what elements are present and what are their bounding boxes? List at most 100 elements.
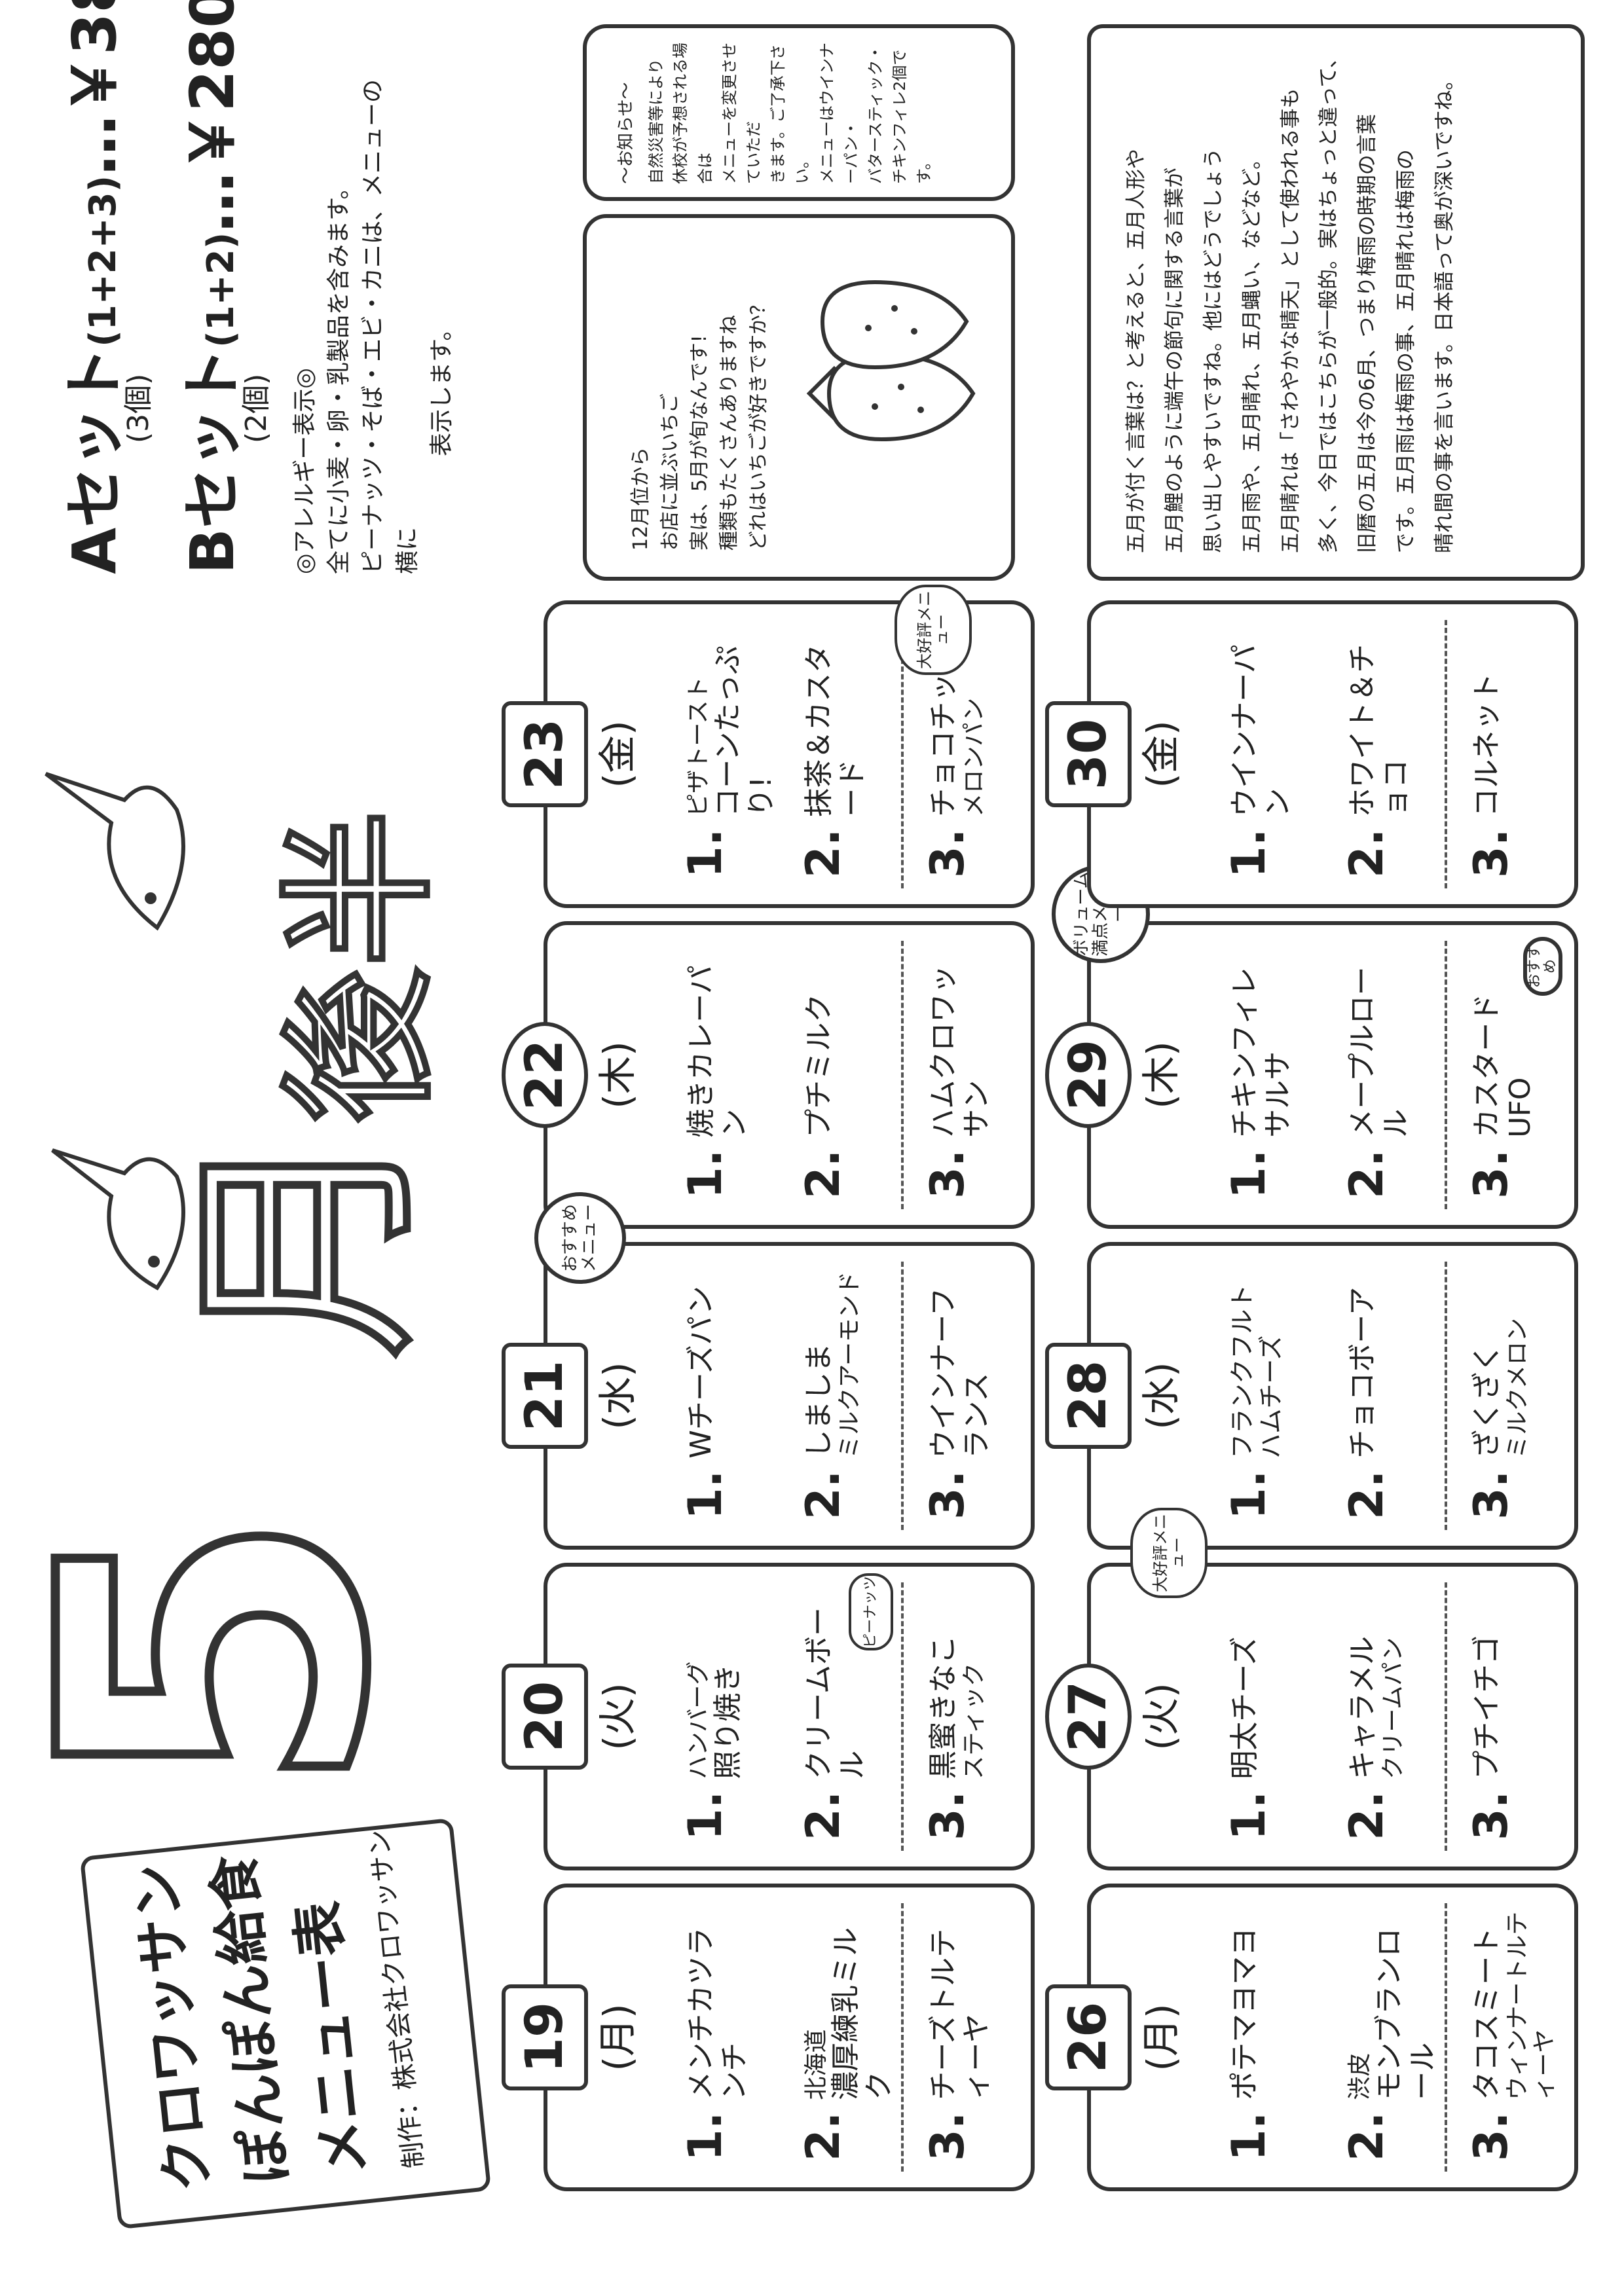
item-number: 3. bbox=[1464, 1791, 1518, 1840]
item-number: 1. bbox=[1222, 1470, 1276, 1520]
menu-item-3: 3.チーズトルティーヤ bbox=[921, 1903, 993, 2161]
essay-line: 晴れ間の事を言います。日本語って奥が深いですね。 bbox=[1433, 69, 1457, 553]
day-card-21: 21 (水) 1.Wチーズパン 2.しましまミルクアーモンド 3.ウインナーフラ… bbox=[502, 1242, 1035, 1550]
item-name: モンブランロール bbox=[1373, 1928, 1439, 2100]
price-a-count: (3個) bbox=[122, 373, 155, 443]
notice-line: メニューはウインナーパン・ bbox=[817, 43, 860, 184]
title-banner: クロワッサン ぽんぽん給食 メニュー表 制作：株式会社クロワッサン bbox=[79, 1817, 492, 2230]
item-number: 3. bbox=[921, 1470, 974, 1520]
item-name: ウインナーパン bbox=[1228, 644, 1295, 817]
item-sub: ピザトースト bbox=[685, 676, 712, 817]
divider bbox=[1445, 1903, 1447, 2172]
day-card-27: 27 (火) 1.明太チーズ 2.キャラメルクリームパン 3.プチイチゴ bbox=[1045, 1563, 1578, 1870]
weekday-label: (木) bbox=[1139, 1041, 1183, 1109]
item-sub: メロンパン bbox=[960, 697, 987, 817]
item-number: 3. bbox=[921, 2111, 974, 2161]
item-number: 1. bbox=[678, 828, 732, 878]
price-b-count: (2個) bbox=[240, 373, 273, 443]
allergy-heading: ◎アレルギー表示◎ bbox=[291, 368, 318, 574]
menu-item-2: 2.渋皮モンブランロール bbox=[1340, 1903, 1440, 2161]
peanut-badge: ピーナッツ bbox=[849, 1573, 893, 1650]
notice-text: 〜お知らせ〜 自然災害等により 休校が予想される場合は メニューを変更させていた… bbox=[613, 33, 937, 184]
strawberry-line: どれはいちごが好きですか？ bbox=[747, 295, 770, 551]
item-number: 2. bbox=[796, 1149, 850, 1199]
divider bbox=[1445, 1262, 1447, 1530]
item-name: キャラメル bbox=[1346, 1636, 1379, 1779]
divider bbox=[901, 941, 904, 1209]
item-name: 濃厚練乳ミルク bbox=[829, 1927, 896, 2100]
item-number: 2. bbox=[1340, 2111, 1393, 2161]
day-card-30: 30 (金) 1.ウインナーパン 2.ホワイト＆チョコ 3.コルネット bbox=[1045, 600, 1578, 908]
strawberry-card: 12月位から お店に並ぶいちご 実は、5月が旬なんです! 種類もたくさんあります… bbox=[583, 214, 1015, 581]
divider bbox=[901, 1582, 904, 1851]
menu-item-3: 3.黒蜜きなこスティック bbox=[921, 1582, 987, 1840]
date-tab: 20 bbox=[502, 1664, 588, 1770]
item-name: プチイチゴ bbox=[1470, 1635, 1504, 1779]
item-number: 1. bbox=[1222, 1149, 1276, 1199]
item-name: ハムクロワッサン bbox=[927, 964, 993, 1138]
notice-title: 〜お知らせ〜 bbox=[616, 82, 636, 184]
allergy-line-1: 全てに小麦・卵・乳製品を含みます。 bbox=[325, 175, 353, 574]
bird-icon bbox=[51, 1148, 185, 1290]
weekday-label: (金) bbox=[595, 720, 640, 788]
item-name: タコスミート bbox=[1470, 1927, 1504, 2100]
item-name: 抹茶＆カスタード bbox=[802, 644, 869, 817]
item-sub: ウィンナートルティーヤ bbox=[1504, 1911, 1558, 2100]
date-tab: 21 bbox=[502, 1343, 588, 1449]
essay-line: 五月晴れは「さわやかな晴天」として使われる事も bbox=[1278, 88, 1302, 553]
item-number: 1. bbox=[1222, 2111, 1276, 2161]
item-sub: ミルクアーモンド bbox=[836, 1271, 863, 1459]
weekday-label: (木) bbox=[595, 1041, 640, 1109]
essay-text: 五月が付く言葉は？と考えると、五月人形や 五月鯉のように端午の節句に関する言葉が… bbox=[1117, 43, 1464, 553]
menu-item-2: 2. プチミルク bbox=[796, 941, 850, 1199]
item-sub: ミルクメロン bbox=[1504, 1318, 1531, 1459]
weekday-label: (水) bbox=[595, 1362, 640, 1430]
strawberry-icon bbox=[806, 280, 976, 442]
item-name: ざくざく bbox=[1470, 1343, 1504, 1459]
day-card-29: 29 (木) 1.チキンフィレサルサ 2.メープルロール 3.カスタードUFO … bbox=[1045, 865, 1578, 1229]
item-name: メンチカツランチ bbox=[684, 1927, 751, 2100]
menu-item-1: 1. ピザトーストコーンたっぷり! bbox=[678, 620, 779, 878]
divider bbox=[1445, 1582, 1447, 1851]
weekday-label: (月) bbox=[1139, 2003, 1183, 2071]
item-number: 2. bbox=[1340, 1791, 1393, 1840]
item-name: チキンフィレサルサ bbox=[1228, 967, 1295, 1138]
price-b: Bセット(1+2)…￥280 bbox=[164, 0, 251, 574]
item-name: コーンたっぷり! bbox=[711, 645, 778, 817]
notice-line: チキンフィレ2個です。 bbox=[891, 49, 934, 184]
recommend-small-badge: おすすめ bbox=[1523, 937, 1562, 996]
item-name: 明太チーズ bbox=[1228, 1636, 1261, 1779]
item-sub: 北海道 bbox=[803, 2029, 830, 2100]
item-sub: ハンバーグ bbox=[685, 1661, 712, 1779]
menu-item-1: 1.ポテマヨマヨ bbox=[1222, 1903, 1276, 2161]
item-name: ウインナーフランス bbox=[927, 1287, 993, 1459]
item-name: Wチーズパン bbox=[684, 1286, 718, 1459]
price-a-value: …￥380 bbox=[60, 0, 130, 175]
menu-item-3: 3. ハムクロワッサン bbox=[921, 941, 993, 1199]
menu-item-1: 1.ハンバーグ照り焼き bbox=[678, 1582, 745, 1840]
item-number: 1. bbox=[1222, 828, 1276, 878]
popular-burst: 大好評メニュー bbox=[895, 585, 972, 675]
item-number: 2. bbox=[796, 2111, 850, 2161]
date-tab: 22 bbox=[502, 1022, 588, 1128]
item-number: 3. bbox=[921, 1149, 974, 1199]
day-card-23: 23 (金) 1.ピザトーストコーンたっぷり! 2.抹茶＆カスタード 3.チョコ… bbox=[502, 585, 1035, 908]
notice-line: 自然災害等により bbox=[647, 58, 666, 184]
menu-item-3: 3. ウインナーフランス bbox=[921, 1262, 993, 1520]
item-number: 1. bbox=[678, 2111, 732, 2161]
item-name: プチミルク bbox=[802, 993, 836, 1138]
date-tab: 27 bbox=[1045, 1664, 1132, 1770]
day-card-26: 26 (月) 1.ポテマヨマヨ 2.渋皮モンブランロール 3.タコスミートウィン… bbox=[1045, 1884, 1578, 2191]
menu-item-1: 1.Wチーズパン bbox=[678, 1262, 732, 1520]
allergy-line-2: ピーナッツ・そば・エビ・カニは、メニューの横に bbox=[360, 79, 421, 574]
menu-item-1: 1. チキンフィレサルサ bbox=[1222, 941, 1295, 1199]
notice-line: バタースティック・ bbox=[866, 45, 885, 184]
item-number: 2. bbox=[1340, 828, 1393, 878]
weekday-label: (火) bbox=[1139, 1683, 1183, 1751]
day-card-28: 28 (水) 1.フランクフルトハムチーズ 2.チョコボーア 3.ざくざくミルク… bbox=[1045, 1242, 1578, 1598]
essay-line: 思い出しやすいですね。他にはどうでしょう bbox=[1201, 148, 1225, 553]
divider bbox=[1445, 941, 1447, 1209]
menu-item-1: 1.焼きカレーパン bbox=[678, 941, 751, 1199]
date-tab: 30 bbox=[1045, 701, 1132, 807]
